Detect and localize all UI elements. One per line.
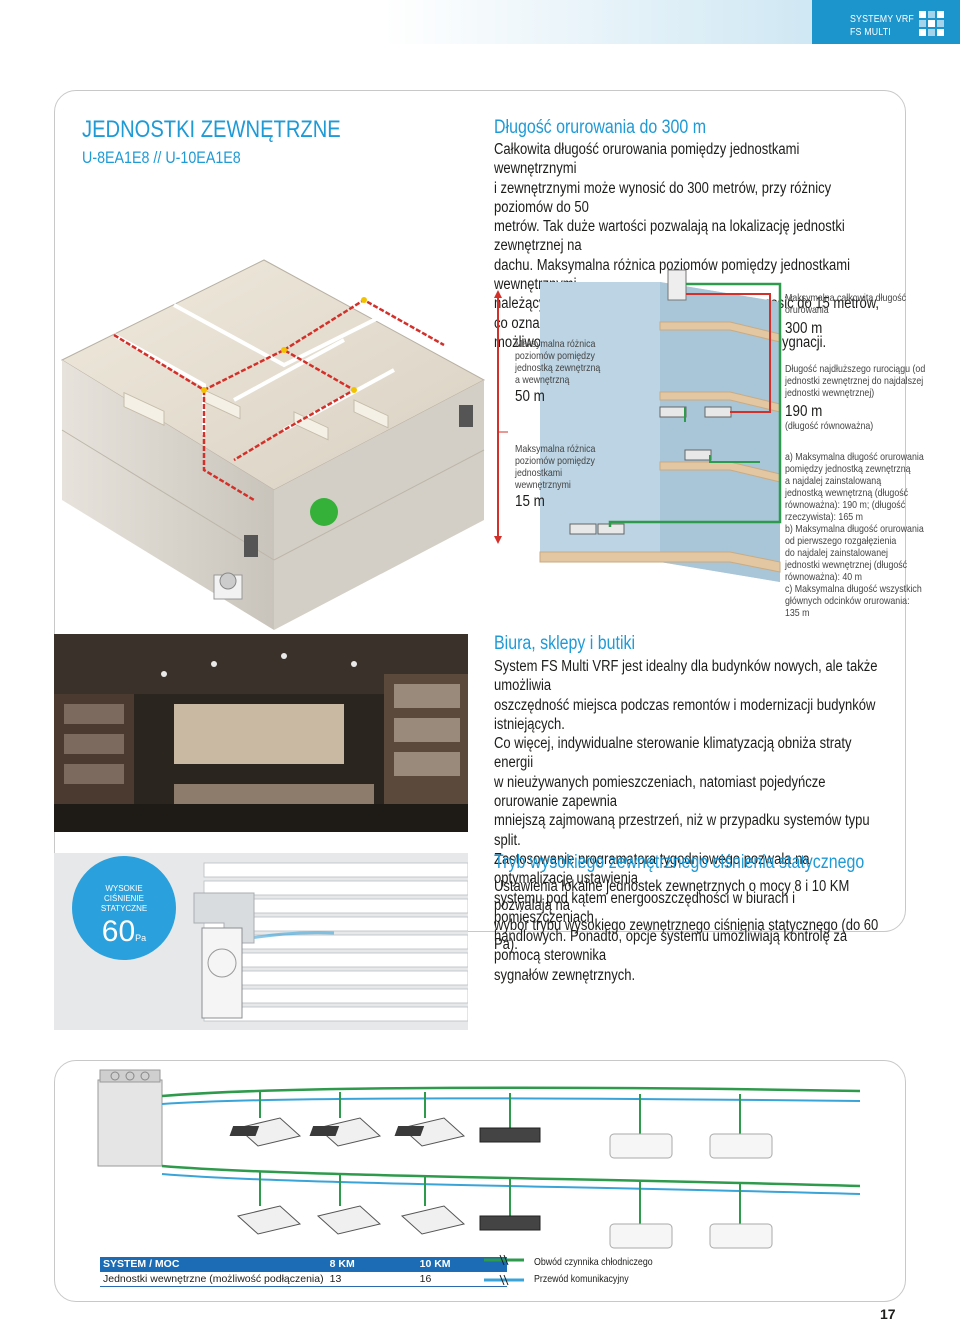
- left-value-50m: 50 m: [515, 388, 545, 405]
- left-value-15m: 15 m: [515, 493, 545, 510]
- clothing-store-photo: [54, 634, 468, 832]
- offices-heading: Biura, sklepy i butiki: [494, 633, 636, 654]
- offices-text: System FS Multi VRF jest idealny dla bud…: [494, 658, 878, 984]
- legend-communication: Przewód komunikacyjny: [534, 1273, 629, 1285]
- left-label-indoor-diff: Maksymalna różnica poziomów pomiędzy jed…: [515, 443, 596, 491]
- legend-refrigerant: Obwód czynnika chłodniczego: [534, 1256, 653, 1268]
- outdoor-unit-vent-photo: [54, 853, 468, 1030]
- header-band: [0, 0, 960, 44]
- table-cell-10km: 16: [416, 1271, 507, 1287]
- content-frame: [54, 90, 906, 932]
- building-grid-icon: [919, 11, 944, 36]
- model-subtitle: U-8EA1E8 // U-10EA1E8: [82, 148, 241, 167]
- pipe-length-heading: Długość orurowania do 300 m: [494, 117, 707, 138]
- badge-unit: Pa: [135, 933, 147, 943]
- table-header-row: SYSTEM / MOC 8 KM 10 KM: [100, 1257, 507, 1272]
- page-title: JEDNOSTKI ZEWNĘTRZNE: [82, 116, 341, 143]
- header-line2: FS MULTI: [850, 26, 891, 38]
- static-pressure-badge: WYSOKIE CIŚNIENIE STATYCZNE 60Pa: [84, 884, 164, 954]
- legend-lines: [484, 1254, 524, 1286]
- right-value-300m: 300 m: [785, 320, 823, 337]
- right-note-equivalent: (długość równoważna): [785, 420, 874, 432]
- table-cell-label: Jednostki wewnętrzne (możliwość podłącze…: [100, 1271, 327, 1287]
- office-building-illustration: [60, 259, 486, 630]
- table-header-system: SYSTEM / MOC: [100, 1257, 327, 1272]
- page-number: 17: [880, 1306, 896, 1322]
- capacity-table: SYSTEM / MOC 8 KM 10 KM Jednostki wewnęt…: [100, 1257, 507, 1287]
- pressure-heading: Tryb wysokiego zewnętrznego ciśnienia st…: [494, 852, 865, 873]
- diagram-notes: a) Maksymalna długość orurowania pomiędz…: [785, 451, 924, 619]
- header-line1: SYSTEMY VRF: [850, 13, 914, 25]
- pipe-length-diagram: [494, 269, 782, 582]
- pressure-text: Ustawienia lokalne jednostek zewnętrznyc…: [494, 878, 879, 953]
- left-label-level-diff: Maksymalna różnica poziomów pomiędzy jed…: [515, 338, 601, 386]
- badge-line2: CIŚNIENIE STATYCZNE: [100, 894, 148, 913]
- system-layout-diagram: [97, 1069, 861, 1249]
- header-tab: SYSTEMY VRF FS MULTI: [812, 0, 960, 44]
- badge-value: 60: [101, 915, 136, 948]
- badge-line1: WYSOKIE: [105, 884, 143, 893]
- table-row: Jednostki wewnętrzne (możliwość podłącze…: [100, 1271, 507, 1287]
- system-diagram-frame: [54, 1060, 906, 1302]
- right-label-total: Maksymalna całkowita długość orurowania: [785, 292, 907, 316]
- right-value-190m: 190 m: [785, 403, 823, 420]
- table-header-8km: 8 KM: [326, 1257, 417, 1272]
- right-label-longest: Długość najdłuższego rurociągu (od jedno…: [785, 363, 926, 399]
- table-cell-8km: 13: [326, 1271, 417, 1287]
